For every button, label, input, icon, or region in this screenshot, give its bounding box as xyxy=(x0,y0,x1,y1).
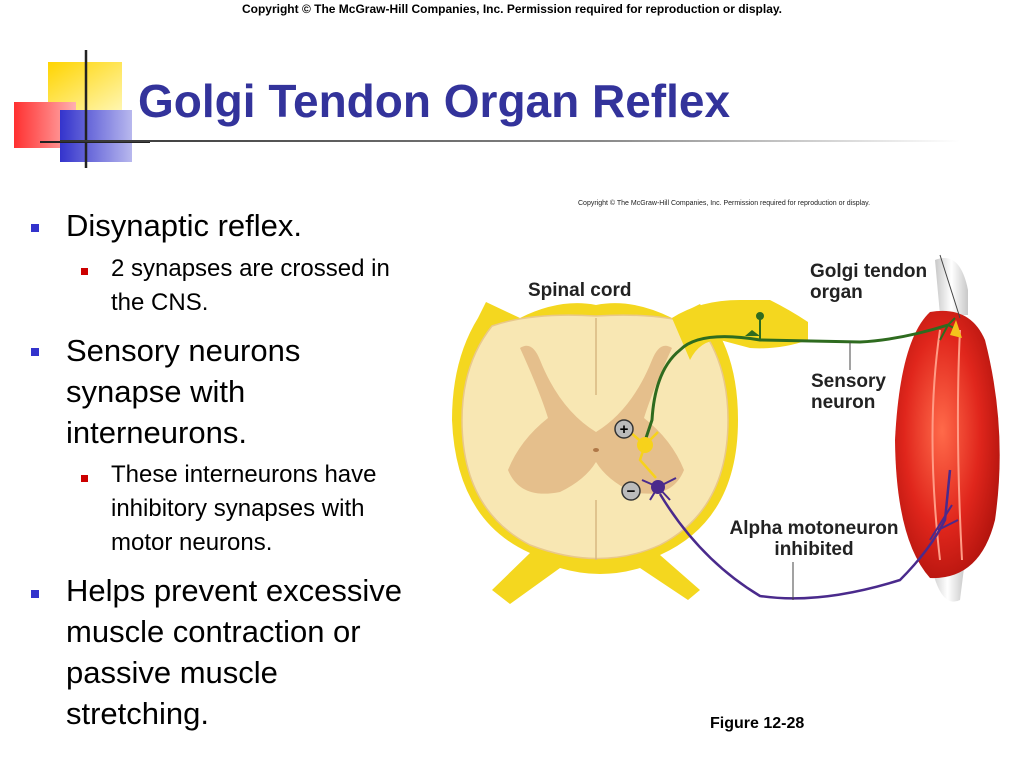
muscle xyxy=(895,258,1000,602)
direction-arrow xyxy=(745,330,760,336)
slide-title: Golgi Tendon Organ Reflex xyxy=(138,75,731,127)
figure-caption: Figure 12-28 xyxy=(710,715,805,732)
label-spinal-cord: Spinal cord xyxy=(528,280,632,301)
inhibitory-synapse-marker: − xyxy=(621,481,641,501)
bullet-marker xyxy=(31,224,39,232)
ganglion-cell-body xyxy=(756,312,764,320)
sensory-neuron-axon xyxy=(644,323,949,439)
sub-bullet-marker xyxy=(81,268,88,275)
label-alpha-motoneuron: Alpha motoneuron inhibited xyxy=(729,518,899,560)
svg-text:−: − xyxy=(627,483,636,500)
decorative-squares xyxy=(14,50,150,168)
copyright-notice: Copyright © The McGraw-Hill Companies, I… xyxy=(241,2,783,16)
figure-copyright: Copyright © The McGraw-Hill Companies, I… xyxy=(578,200,871,207)
label-golgi-tendon-organ: Golgi tendon organ xyxy=(810,261,928,303)
reflex-diagram: + − xyxy=(452,254,1000,604)
bullet-marker xyxy=(31,348,39,356)
bullet-marker xyxy=(31,590,39,598)
sub-bullet-item: These interneurons have inhibitory synap… xyxy=(111,461,377,556)
sub-bullet-item: 2 synapses are crossed in the CNS. xyxy=(111,255,390,316)
leader-line xyxy=(939,254,961,319)
interneuron xyxy=(629,431,659,479)
label-sensory-neuron: Sensory neuron xyxy=(811,371,886,413)
sub-bullet-marker xyxy=(81,475,88,482)
title-underline xyxy=(60,140,960,142)
bullet-item: Helps prevent excessive muscle contracti… xyxy=(66,573,402,731)
golgi-tendon-organ-marker xyxy=(950,320,962,338)
alpha-motoneuron xyxy=(641,469,959,600)
dorsal-root xyxy=(672,300,808,360)
bullet-item: Sensory neurons synapse with interneuron… xyxy=(66,333,301,450)
svg-text:+: + xyxy=(620,421,629,438)
bullet-item: Disynaptic reflex. xyxy=(66,208,303,243)
excitatory-synapse-marker: + xyxy=(614,419,634,439)
